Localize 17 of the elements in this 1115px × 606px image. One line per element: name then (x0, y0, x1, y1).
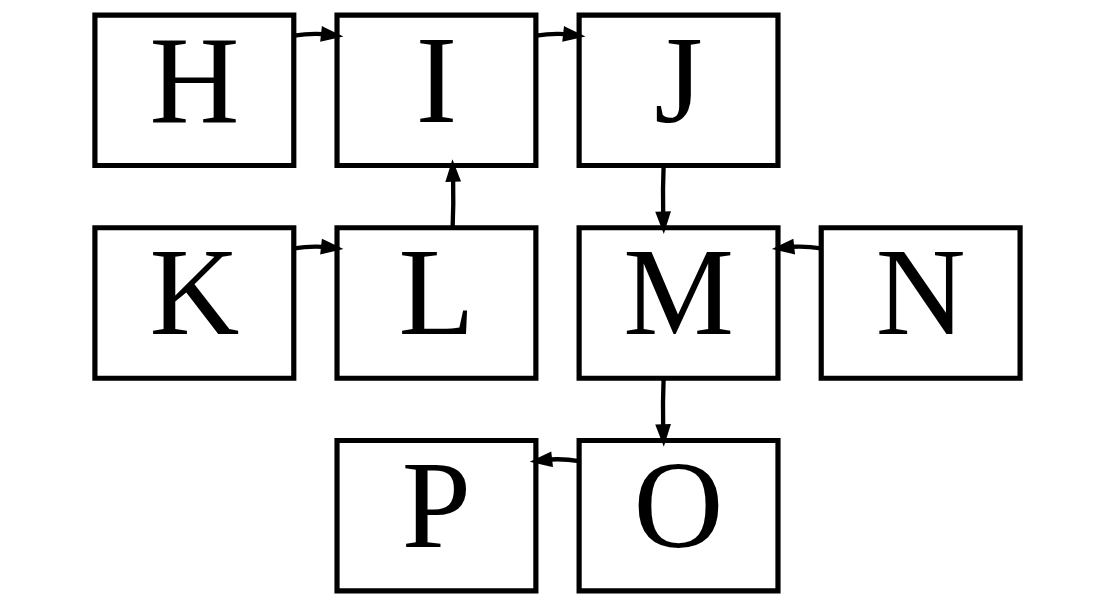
arrow (529, 451, 580, 468)
node-box: N (818, 225, 1023, 381)
node-box: K (92, 225, 297, 381)
node-box: M (576, 225, 781, 381)
node-box: I (334, 12, 539, 169)
node-box: L (334, 225, 539, 381)
arrow (771, 238, 822, 255)
arrow (655, 165, 671, 234)
arrow (293, 26, 344, 42)
arrow (293, 238, 344, 255)
arrow (445, 159, 462, 228)
arrow (535, 26, 586, 42)
node-box: J (576, 12, 781, 169)
arrow (655, 378, 671, 447)
node-box: P (334, 437, 539, 594)
node-box: O (576, 437, 781, 594)
node-box: H (92, 12, 297, 169)
